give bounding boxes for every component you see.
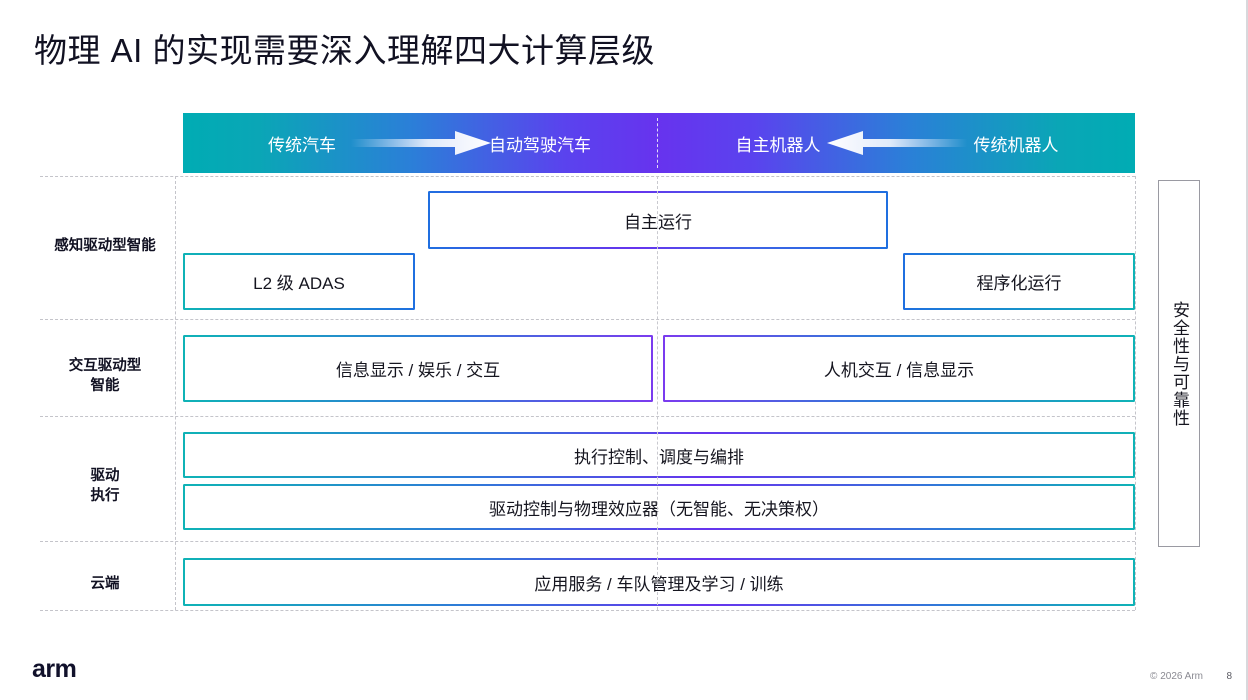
- cell-infotainment-label: 信息显示 / 娱乐 / 交互: [335, 361, 501, 380]
- cell-hmi-label: 人机交互 / 信息显示: [823, 361, 975, 380]
- spectrum-label-autonomous-robot: 自主机器人: [735, 135, 821, 155]
- row-divider-bottom: [40, 610, 1135, 611]
- spectrum-label-traditional-vehicle: 传统汽车: [268, 135, 336, 155]
- cell-actuation-physical-label: 驱动控制与物理效应器（无智能、无决策权）: [489, 499, 829, 519]
- spectrum-half-vehicles: 传统汽车 自动驾驶汽车: [183, 113, 659, 173]
- right-arrow-icon: [351, 129, 491, 157]
- spectrum-label-autonomous-vehicle: 自动驾驶汽车: [489, 135, 591, 155]
- cell-autonomous-operation[interactable]: 自主运行: [428, 191, 888, 249]
- cell-programmatic-operation[interactable]: 程序化运行: [903, 253, 1135, 310]
- cell-infotainment[interactable]: 信息显示 / 娱乐 / 交互: [183, 335, 653, 402]
- cell-hmi[interactable]: 人机交互 / 信息显示: [663, 335, 1135, 402]
- cell-execution-control[interactable]: 执行控制、调度与编排: [183, 432, 1135, 478]
- cell-l2-adas[interactable]: L2 级 ADAS: [183, 253, 415, 310]
- row-label-interaction-line1: 交互驱动型: [68, 358, 142, 374]
- cell-actuation-physical[interactable]: 驱动控制与物理效应器（无智能、无决策权）: [183, 484, 1135, 530]
- row-divider-3: [40, 541, 1135, 542]
- page-title: 物理 AI 的实现需要深入理解四大计算层级: [34, 32, 656, 69]
- capability-matrix: 感知驱动型智能 自主运行 L2 级 ADAS 程序化运行 交互驱动型 智能 信息…: [40, 176, 1136, 611]
- row-divider-2: [40, 416, 1135, 417]
- cell-cloud-services-label: 应用服务 / 车队管理及学习 / 训练: [534, 574, 784, 594]
- safety-reliability-label: 安全性与可靠性: [1170, 300, 1189, 427]
- spectrum-half-robots: 自主机器人 传统机器人: [659, 113, 1135, 173]
- row-label-perception: 感知驱动型智能: [54, 238, 156, 254]
- cell-l2-adas-label: L2 级 ADAS: [253, 274, 345, 293]
- row-divider-top: [40, 176, 1135, 177]
- slide-right-edge: [1246, 0, 1248, 700]
- spectrum-center-divider: [657, 118, 658, 168]
- cell-autonomous-operation-label: 自主运行: [624, 212, 692, 232]
- arm-logo: arm: [32, 655, 77, 683]
- row-label-actuation: 驱动 执行: [40, 466, 170, 506]
- matrix-right-divider: [1135, 176, 1136, 610]
- row-label-interaction: 交互驱动型 智能: [40, 356, 170, 396]
- cell-cloud-services[interactable]: 应用服务 / 车队管理及学习 / 训练: [183, 558, 1135, 606]
- copyright-text: © 2026 Arm: [1150, 671, 1203, 682]
- row-label-interaction-line2: 智能: [90, 378, 120, 394]
- row-label-actuation-line1: 驱动: [90, 468, 120, 484]
- page-number: 8: [1226, 671, 1232, 682]
- spectrum-bar: 传统汽车 自动驾驶汽车 自主机器人: [183, 113, 1135, 173]
- row-label-actuation-line2: 执行: [90, 488, 120, 504]
- matrix-left-divider: [175, 176, 176, 610]
- row-label-cloud: 云端: [90, 576, 120, 592]
- row-divider-1: [40, 319, 1135, 320]
- cell-execution-control-label: 执行控制、调度与编排: [574, 447, 744, 467]
- safety-reliability-panel[interactable]: 安全性与可靠性: [1158, 180, 1200, 547]
- cell-programmatic-operation-label: 程序化运行: [976, 274, 1062, 293]
- matrix-center-divider: [657, 176, 658, 610]
- spectrum-label-traditional-robot: 传统机器人: [973, 135, 1059, 155]
- left-arrow-icon: [827, 129, 967, 157]
